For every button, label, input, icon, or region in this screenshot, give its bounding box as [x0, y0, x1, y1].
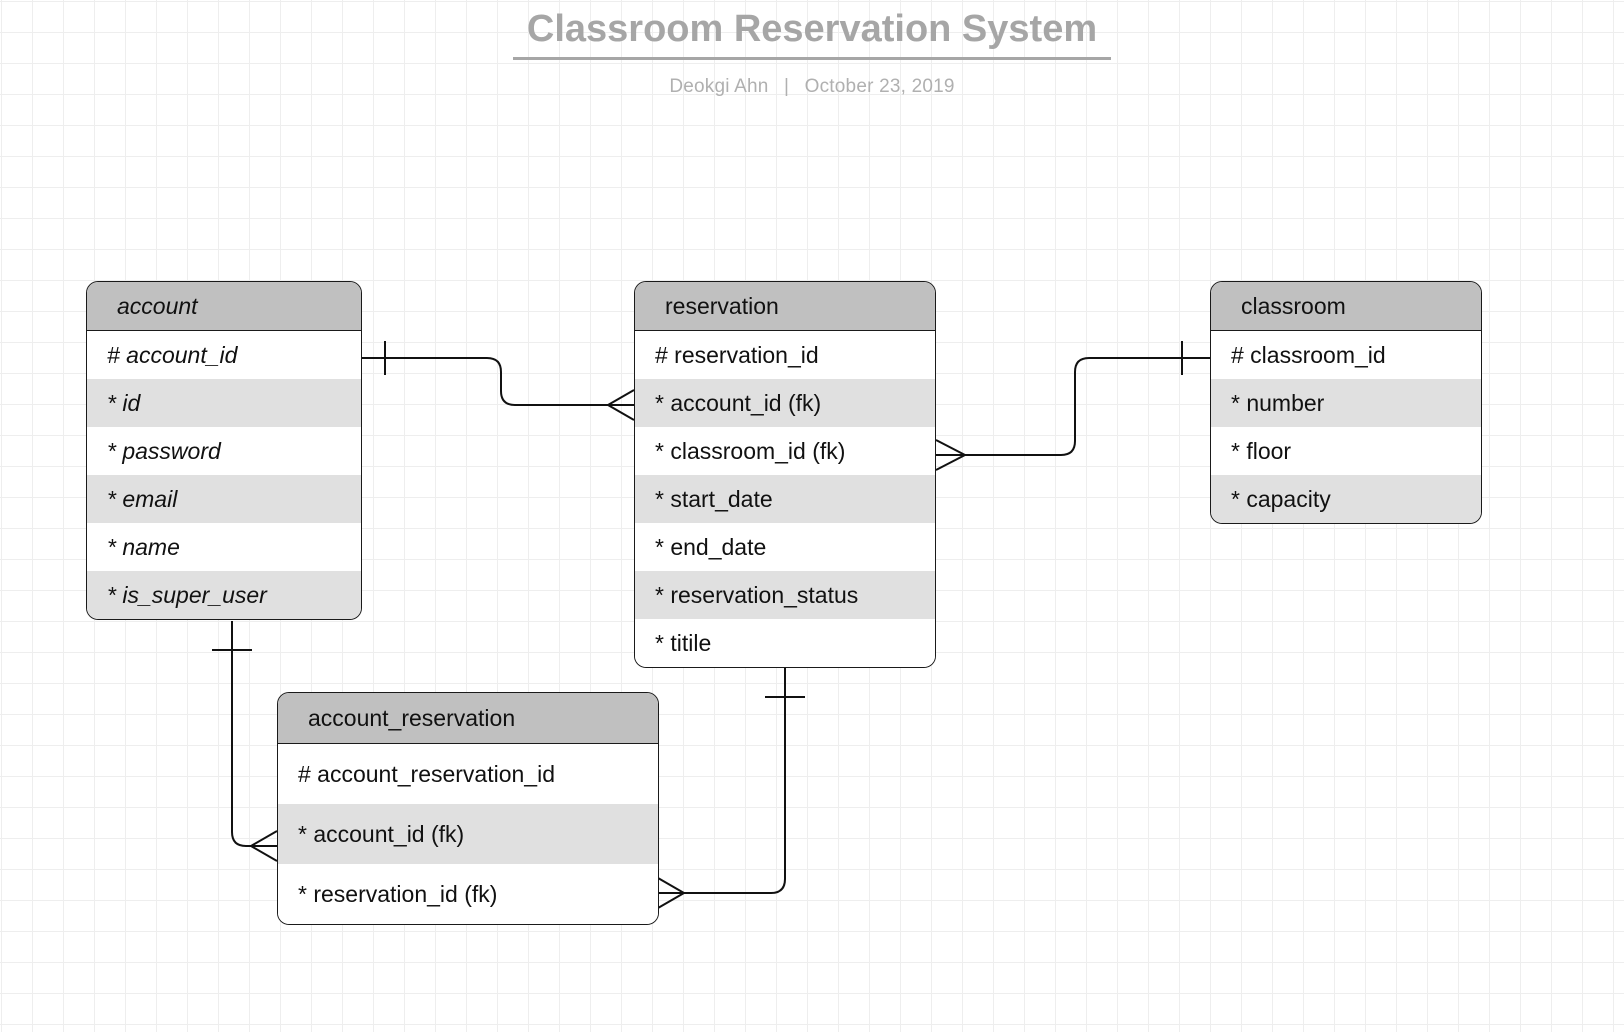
attr-accountres-reservation-id-fk[interactable]: * reservation_id (fk) — [278, 864, 658, 924]
attr-account-is-super-user[interactable]: * is_super_user — [87, 571, 361, 619]
relationship-account-to-reservation — [362, 341, 635, 421]
attr-reservation-start-date[interactable]: * start_date — [635, 475, 935, 523]
connector-line-reservation-classroom — [965, 357, 1210, 456]
attr-reservation-reservation-status[interactable]: * reservation_status — [635, 571, 935, 619]
attr-reservation-classroom-id-fk[interactable]: * classroom_id (fk) — [635, 427, 935, 475]
attr-classroom-capacity[interactable]: * capacity — [1211, 475, 1481, 523]
page-title: Classroom Reservation System — [512, 8, 1112, 60]
attr-account-name[interactable]: * name — [87, 523, 361, 571]
attr-account-email[interactable]: * email — [87, 475, 361, 523]
attr-reservation-account-id-fk[interactable]: * account_id (fk) — [635, 379, 935, 427]
connector-line-account-reservation — [362, 357, 608, 406]
entity-reservation-attributes: # reservation_id * account_id (fk) * cla… — [635, 331, 935, 667]
attr-classroom-number[interactable]: * number — [1211, 379, 1481, 427]
entity-account-reservation-attributes: # account_reservation_id * account_id (f… — [278, 744, 658, 924]
entity-reservation-title: reservation — [635, 282, 935, 331]
attr-account-account-id[interactable]: # account_id — [87, 331, 361, 379]
entity-classroom-title: classroom — [1211, 282, 1481, 331]
entity-account-title: account — [87, 282, 361, 331]
crowsfoot-many-accountres-account — [250, 830, 278, 862]
attr-account-password[interactable]: * password — [87, 427, 361, 475]
relationship-reservation-to-classroom — [935, 341, 1210, 471]
relationship-account-to-account-reservation — [212, 621, 278, 862]
entity-account-reservation-title: account_reservation — [278, 693, 658, 744]
title-block: Classroom Reservation System Deokgi Ahn … — [0, 8, 1624, 98]
attr-accountres-account-reservation-id[interactable]: # account_reservation_id — [278, 744, 658, 804]
document-date: October 23, 2019 — [804, 75, 955, 97]
crowsfoot-many-reservation-account — [607, 389, 635, 421]
attr-account-id[interactable]: * id — [87, 379, 361, 427]
attr-reservation-end-date[interactable]: * end_date — [635, 523, 935, 571]
attr-reservation-titile[interactable]: * titile — [635, 619, 935, 667]
connector-line-reservation-accountres — [684, 668, 786, 894]
crowsfoot-many-accountres-reservation — [657, 877, 685, 909]
author-name: Deokgi Ahn — [669, 75, 769, 97]
attr-reservation-reservation-id[interactable]: # reservation_id — [635, 331, 935, 379]
entity-account-reservation[interactable]: account_reservation # account_reservatio… — [277, 692, 659, 925]
attr-classroom-classroom-id[interactable]: # classroom_id — [1211, 331, 1481, 379]
entity-classroom[interactable]: classroom # classroom_id * number * floo… — [1210, 281, 1482, 524]
connector-line-account-accountres — [231, 621, 251, 847]
relationship-reservation-to-account-reservation — [657, 668, 805, 909]
byline-separator: | — [784, 75, 790, 97]
entity-classroom-attributes: # classroom_id * number * floor * capaci… — [1211, 331, 1481, 523]
attr-accountres-account-id-fk[interactable]: * account_id (fk) — [278, 804, 658, 864]
entity-reservation[interactable]: reservation # reservation_id * account_i… — [634, 281, 936, 668]
attr-classroom-floor[interactable]: * floor — [1211, 427, 1481, 475]
crowsfoot-many-reservation-classroom — [935, 439, 966, 471]
document-byline: Deokgi Ahn | October 23, 2019 — [0, 76, 1624, 98]
entity-account-attributes: # account_id * id * password * email * n… — [87, 331, 361, 619]
entity-account[interactable]: account # account_id * id * password * e… — [86, 281, 362, 620]
